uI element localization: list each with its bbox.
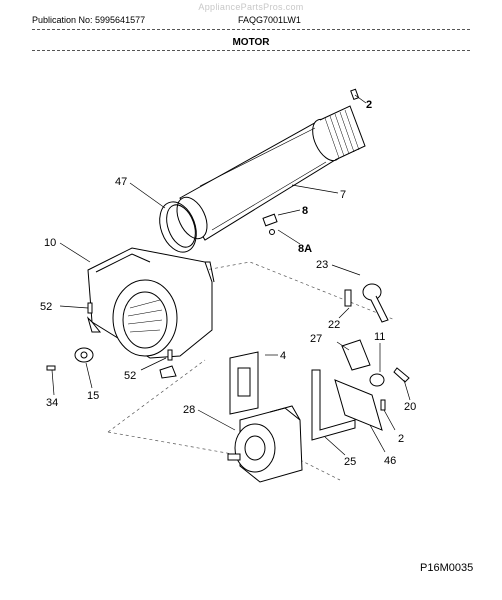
thermostat-part <box>74 347 94 363</box>
callout-34: 34 <box>46 397 58 409</box>
watermark: AppliancePartsPros.com <box>198 2 304 12</box>
callout-28: 28 <box>183 404 195 416</box>
screw-34 <box>46 365 56 371</box>
callout-52-bottom: 52 <box>124 370 136 382</box>
switch-part <box>362 283 389 323</box>
blower-housing-part <box>86 247 215 379</box>
exhaust-duct-part <box>176 105 366 241</box>
callout-7: 7 <box>340 189 346 201</box>
leader-lines <box>51 94 411 456</box>
callout-10: 10 <box>44 237 56 249</box>
spring-part <box>344 289 352 307</box>
callout-8: 8 <box>302 205 308 217</box>
callout-23: 23 <box>316 259 328 271</box>
callout-8a: 8A <box>298 243 312 255</box>
callout-15: 15 <box>87 390 99 402</box>
callout-2-bottom: 2 <box>398 433 404 445</box>
header-divider-bottom <box>32 50 470 51</box>
figure-code: P16M0035 <box>420 562 474 574</box>
screw-2-bottom <box>380 399 386 411</box>
section-title: MOTOR <box>232 37 270 48</box>
bracket-part <box>229 351 259 415</box>
header-divider-top <box>32 29 470 30</box>
screw-52-bottom <box>167 349 173 361</box>
motor-mount-part <box>311 369 356 441</box>
callout-27: 27 <box>310 333 322 345</box>
model-number: FAQG7001LW1 <box>238 15 301 25</box>
motor-part <box>227 405 303 483</box>
idler-pulley-part <box>369 373 385 387</box>
callout-22: 22 <box>328 319 340 331</box>
publication-number: Publication No: 5995641577 <box>32 15 146 25</box>
callout-46: 46 <box>384 455 396 467</box>
screw-2-top <box>350 88 360 101</box>
mount-bracket-part <box>334 379 383 431</box>
callout-4: 4 <box>280 350 286 362</box>
duct-ring-part <box>159 201 197 253</box>
screw-52-left <box>87 302 93 314</box>
callout-11: 11 <box>374 331 385 343</box>
callout-2-top: 2 <box>366 99 372 111</box>
pulley-arm-part <box>341 339 371 371</box>
callout-52-left: 52 <box>40 301 52 313</box>
bolt-part <box>393 367 410 383</box>
callout-20: 20 <box>404 401 416 413</box>
callout-25: 25 <box>344 456 356 468</box>
callout-47: 47 <box>115 176 127 188</box>
duct-clip-part <box>262 213 278 235</box>
